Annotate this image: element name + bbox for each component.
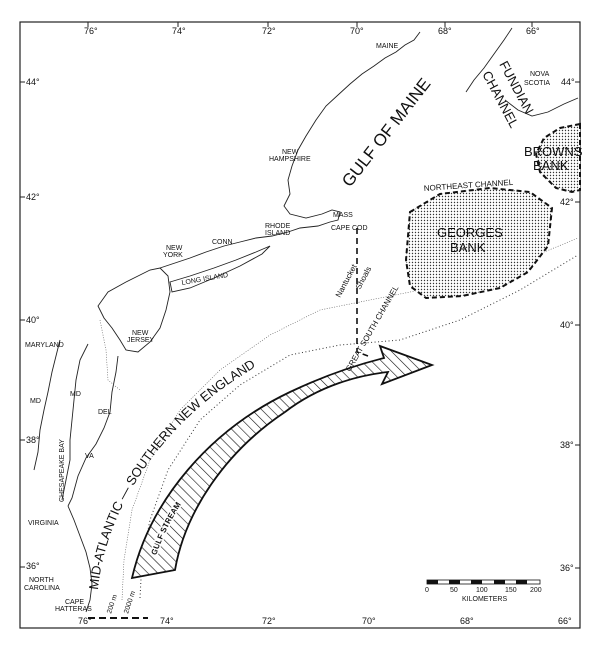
label-chesapeake-bay: CHESAPEAKE BAY [59, 439, 66, 502]
lon-label: 72° [262, 616, 276, 626]
lon-label: 72° [262, 26, 276, 36]
browns-bank [534, 122, 581, 194]
label-north-carolina-2: CAROLINA [24, 585, 60, 592]
label-conn: CONN [212, 239, 233, 246]
label-rhode-island: RHODE [265, 223, 291, 230]
label-del: DEL [98, 409, 112, 416]
lon-label: 70° [362, 616, 376, 626]
label-georges: GEORGES [437, 225, 503, 240]
lat-label: 44° [561, 77, 575, 87]
label-va: VA [85, 453, 94, 460]
lat-label: 44° [26, 77, 40, 87]
scale-tick: 100 [476, 587, 488, 594]
georges-bank [404, 186, 554, 300]
label-georges-bank: BANK [450, 240, 486, 255]
label-new-york-2: YORK [163, 252, 183, 259]
label-new-hampshire-2: HAMPSHIRE [269, 156, 311, 163]
lon-label: 68° [438, 26, 452, 36]
scale-bar: 0 50 100 150 200 KILOMETERS [425, 579, 542, 603]
scale-tick: 200 [530, 587, 542, 594]
label-new-hampshire: NEW [282, 149, 299, 156]
latitude-labels-right: 44° 42° 40° 38° 36° [560, 77, 575, 573]
lat-label: 38° [560, 440, 574, 450]
lat-label: 42° [560, 197, 574, 207]
lat-label: 40° [560, 320, 574, 330]
label-new-jersey: NEW [132, 330, 149, 337]
isobath-2000m [139, 254, 579, 599]
lon-label: 74° [160, 616, 174, 626]
label-north-carolina: NORTH [29, 577, 54, 584]
label-browns-bank: BANK [533, 158, 569, 173]
label-new-york: NEW [166, 245, 183, 252]
label-nova-scotia: NOVA [530, 71, 550, 78]
label-new-jersey-2: JERSEY [127, 337, 155, 344]
scale-tick: 50 [450, 587, 458, 594]
lon-label: 76° [84, 26, 98, 36]
lat-label: 42° [26, 192, 40, 202]
lon-label: 74° [172, 26, 186, 36]
lon-label: 66° [558, 616, 572, 626]
label-md-west: MD [30, 398, 41, 405]
isobath-200m [121, 237, 579, 601]
label-rhode-island-2: ISLAND [265, 230, 290, 237]
longitude-labels-bottom: 76° 74° 72° 70° 68° 66° [78, 616, 572, 626]
lat-label: 40° [26, 315, 40, 325]
scale-tick: 0 [425, 587, 429, 594]
latitude-labels-left: 44° 42° 40° 38° 36° [26, 77, 40, 571]
map-frame [19, 21, 581, 629]
scale-tick: 150 [505, 587, 517, 594]
label-virginia: VIRGINIA [28, 520, 59, 527]
label-cape-hatteras-2: HATTERAS [55, 606, 92, 613]
label-maryland: MARYLAND [25, 342, 64, 349]
lon-label: 70° [350, 26, 364, 36]
lon-label: 76° [78, 616, 92, 626]
label-cape-cod: CAPE COD [331, 225, 368, 232]
label-browns: BROWNS [524, 144, 583, 159]
longitude-labels-top: 76° 74° 72° 70° 68° 66° [84, 26, 540, 36]
label-mass: MASS [333, 212, 353, 219]
label-md-east: MD [70, 391, 81, 398]
region-boundary [356, 228, 369, 357]
lat-label: 36° [26, 561, 40, 571]
label-nova-scotia-2: SCOTIA [524, 80, 550, 87]
lat-label: 36° [560, 563, 574, 573]
gulf-stream-arrow [130, 344, 435, 580]
scale-unit: KILOMETERS [462, 596, 507, 603]
coastline [33, 27, 579, 613]
lon-label: 68° [460, 616, 474, 626]
lat-label: 38° [26, 435, 40, 445]
label-maine: MAINE [376, 43, 399, 50]
lon-label: 66° [526, 26, 540, 36]
frame-ticks [20, 22, 580, 569]
label-cape-hatteras: CAPE [65, 599, 84, 606]
